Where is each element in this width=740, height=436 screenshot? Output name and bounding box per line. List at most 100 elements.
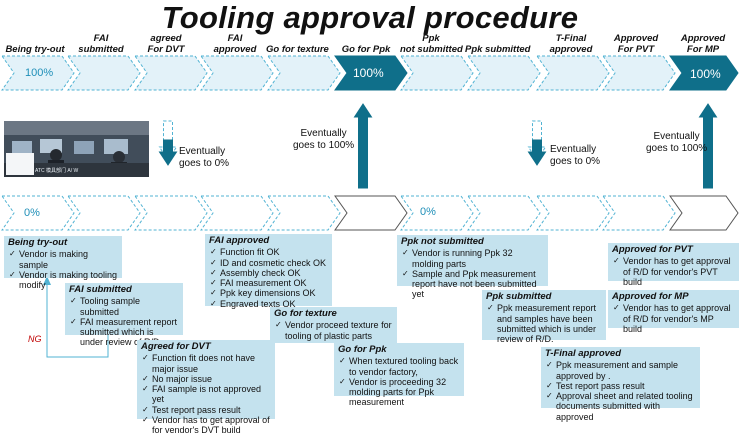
box-title: Go for texture [274,308,337,319]
box-title: Approved for PVT [612,244,693,255]
stage-label: Ppk submitted [465,44,531,55]
box-title: T-Final approved [545,348,622,359]
box-title: Approved for MP [612,291,689,302]
note-eventually-0-right: Eventually goes to 0% [550,144,601,167]
bottom-chevron-outline [334,195,408,231]
stage-label: Ppk not submitted [400,33,463,55]
box-agreed-for-dvt: Agreed for DVTFunction fit does not have… [137,340,275,435]
checklist-item: Ppk measurement and sample approved by . [545,360,696,381]
stage-chevron [602,55,676,91]
stage-chevron [467,55,541,91]
bottom-chevron [602,195,676,231]
checklist-item: Sample and Ppk measurement report have n… [401,269,544,300]
checklist-item: Function fit OK [209,247,328,258]
bottom-chevron [200,195,274,231]
ng-label: NG [28,334,42,344]
checklist: Vendor has to get approval of R/D for ve… [612,303,735,334]
stage-label: agreed For DVT [147,33,185,55]
bottom-chevron [1,195,75,231]
page-title: Tooling approval procedure [161,0,579,35]
bottom-chevron-outline [669,195,739,231]
checklist: Ppk measurement report and samples have … [486,303,602,344]
down-arrow-right [527,139,547,166]
note-eventually-100-right: Eventually goes to 100% [646,131,708,154]
box-title: FAI submitted [69,284,132,295]
stage-chevron [134,55,208,91]
checklist-item: Engraved texts OK [209,299,328,310]
stage-chevron [67,55,141,91]
checklist-item: When textured tooling back to vendor fac… [338,356,460,377]
team-photo: ATC 模具部门 A/ W [4,121,149,177]
bottom-chevron [400,195,474,231]
process-flow-diagram [1,55,739,358]
up-arrow-left [353,103,373,189]
box-title: Go for Ppk [338,344,387,355]
checklist: When textured tooling back to vendor fac… [338,356,460,407]
checklist-item: Tooling sample submitted [69,296,179,317]
box-approved-for-pvt: Approved for PVTVendor has to get approv… [608,243,739,287]
bottom-mid-percent: 0% [420,206,436,218]
stage-label: Being try-out [5,44,65,55]
stage-label: FAI submitted [78,33,124,55]
box-fai-approved: FAI approvedFunction fit OKID and cosmet… [205,234,332,309]
bottom-chevron [267,195,341,231]
top-start-percent: 100% [25,67,54,79]
stage-chevron [1,55,75,91]
box-approved-for-mp: Approved for MPVendor has to get approva… [608,290,739,334]
checklist-item: Ppk key dimensions OK [209,288,328,299]
checklist: Tooling sample submittedFAI measurement … [69,296,179,347]
checklist-item: FAI measurement OK [209,278,328,289]
checklist-item: Vendor proceed texture for tooling of pl… [274,320,393,341]
checklist: Vendor has to get approval of R/D for ve… [612,256,735,287]
checklist: Vendor is making sampleVendor is making … [8,249,118,290]
checklist: Function fit OKID and cosmetic check OKA… [209,247,328,309]
box-being-try-out: Being try-outVendor is making sampleVend… [4,236,122,290]
checklist-item: Vendor has to get approval of R/D for ve… [612,256,735,287]
box-title: Being try-out [8,237,68,248]
checklist: Function fit does not have major issueNo… [141,353,271,435]
checklist-item: FAI sample is not approved yet [141,384,271,405]
checklist: Vendor proceed texture for tooling of pl… [274,320,393,341]
checklist-item: No major issue [141,374,271,385]
checklist-item: Test report pass result [545,381,696,392]
box-fai-submitted: FAI submittedTooling sample submittedFAI… [65,283,183,347]
checklist: Ppk measurement and sample approved by .… [545,360,696,422]
box-t-final-approved: T-Final approvedPpk measurement and samp… [541,347,700,422]
checklist-item: Vendor is running Ppk 32 molding parts [401,248,544,269]
note-eventually-100-left: Eventually goes to 100% [293,128,355,151]
stage-chevron [536,55,610,91]
box-go-for-ppk: Go for PpkWhen textured tooling back to … [334,343,464,407]
stage-label: T-Final approved [549,33,593,55]
checklist: Vendor is running Ppk 32 molding partsSa… [401,248,544,299]
box-ppk-not-submitted: Ppk not submittedVendor is running Ppk 3… [397,235,548,299]
checklist-item: Test report pass result [141,405,271,416]
top-end-percent: 100% [690,67,721,81]
box-title: Agreed for DVT [141,341,211,352]
checklist-item: Assembly check OK [209,268,328,279]
box-go-for-texture: Go for textureVendor proceed texture for… [270,307,397,343]
up-arrow-right [698,103,718,189]
stage-chevron [200,55,274,91]
note-eventually-0-left: Eventually goes to 0% [179,146,230,169]
box-title: Ppk submitted [486,291,552,302]
checklist-item: Vendor is making tooling modify [8,270,118,291]
bottom-chevron [134,195,208,231]
down-arrow-left [158,139,178,166]
bottom-chevron [467,195,541,231]
stage-label: Go for texture [266,44,329,55]
stage-chevron [267,55,341,91]
stage-label: FAI approved [213,33,257,55]
checklist-item: Vendor has to get approval of R/D for ve… [612,303,735,334]
checklist-item: Approval sheet and related tooling docum… [545,391,696,422]
stage-label: Approved For MP [680,33,726,55]
bottom-chevron [67,195,141,231]
checklist-item: Vendor is making sample [8,249,118,270]
stage-chevron-active [334,55,408,91]
box-title: Ppk not submitted [401,236,484,247]
checklist-item: Ppk measurement report and samples have … [486,303,602,344]
stage-label: Approved For PVT [613,33,659,55]
checklist-item: Function fit does not have major issue [141,353,271,374]
photo-caption-badge [6,153,34,175]
bottom-chevron [536,195,610,231]
